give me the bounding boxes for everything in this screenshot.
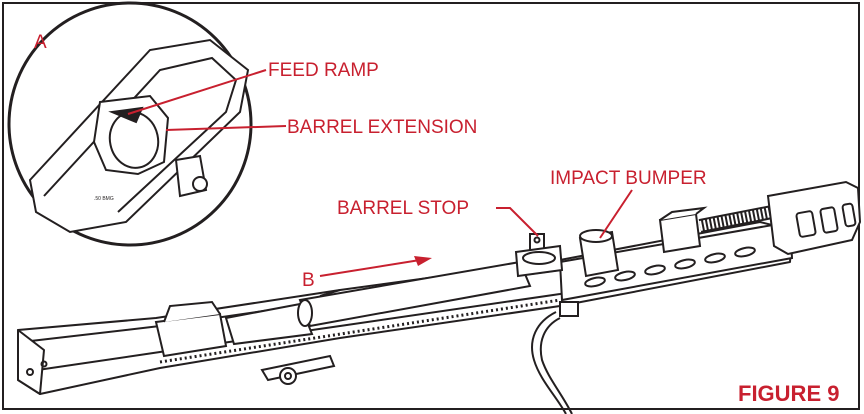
impact-bumper-part	[578, 229, 620, 278]
detail-a-inset: .50 BMG	[7, 1, 253, 247]
handguard-section	[558, 220, 794, 302]
barrel-stop-leader	[496, 207, 539, 237]
leader-lines	[127, 69, 633, 277]
barrel-stop-label: BARREL STOP	[337, 198, 469, 219]
rear-bracket	[154, 300, 314, 358]
muzzle-brake	[766, 180, 862, 256]
feed-ramp-leader	[127, 69, 267, 115]
detail-serial-text: .50 BMG	[94, 196, 114, 202]
barrel-extension-label: BARREL EXTENSION	[287, 117, 477, 138]
barrel-extension-leader	[165, 125, 287, 131]
impact-bumper-label: IMPACT BUMPER	[550, 168, 707, 189]
recoil-spring	[698, 205, 774, 233]
figure-number: FIGURE 9	[738, 381, 839, 406]
feed-ramp-label: FEED RAMP	[268, 60, 379, 81]
view-b-arrowhead	[414, 256, 432, 266]
detail-letter-a: A	[34, 32, 47, 53]
view-letter-b: B	[302, 270, 315, 291]
impact-bumper-leader	[599, 189, 633, 239]
lower-knob	[260, 354, 336, 385]
view-b-leader	[319, 259, 421, 277]
front-bracket	[658, 206, 708, 254]
sling-cable	[531, 301, 579, 414]
barrel-stop-part	[514, 233, 564, 278]
barrel-tube	[297, 260, 532, 328]
